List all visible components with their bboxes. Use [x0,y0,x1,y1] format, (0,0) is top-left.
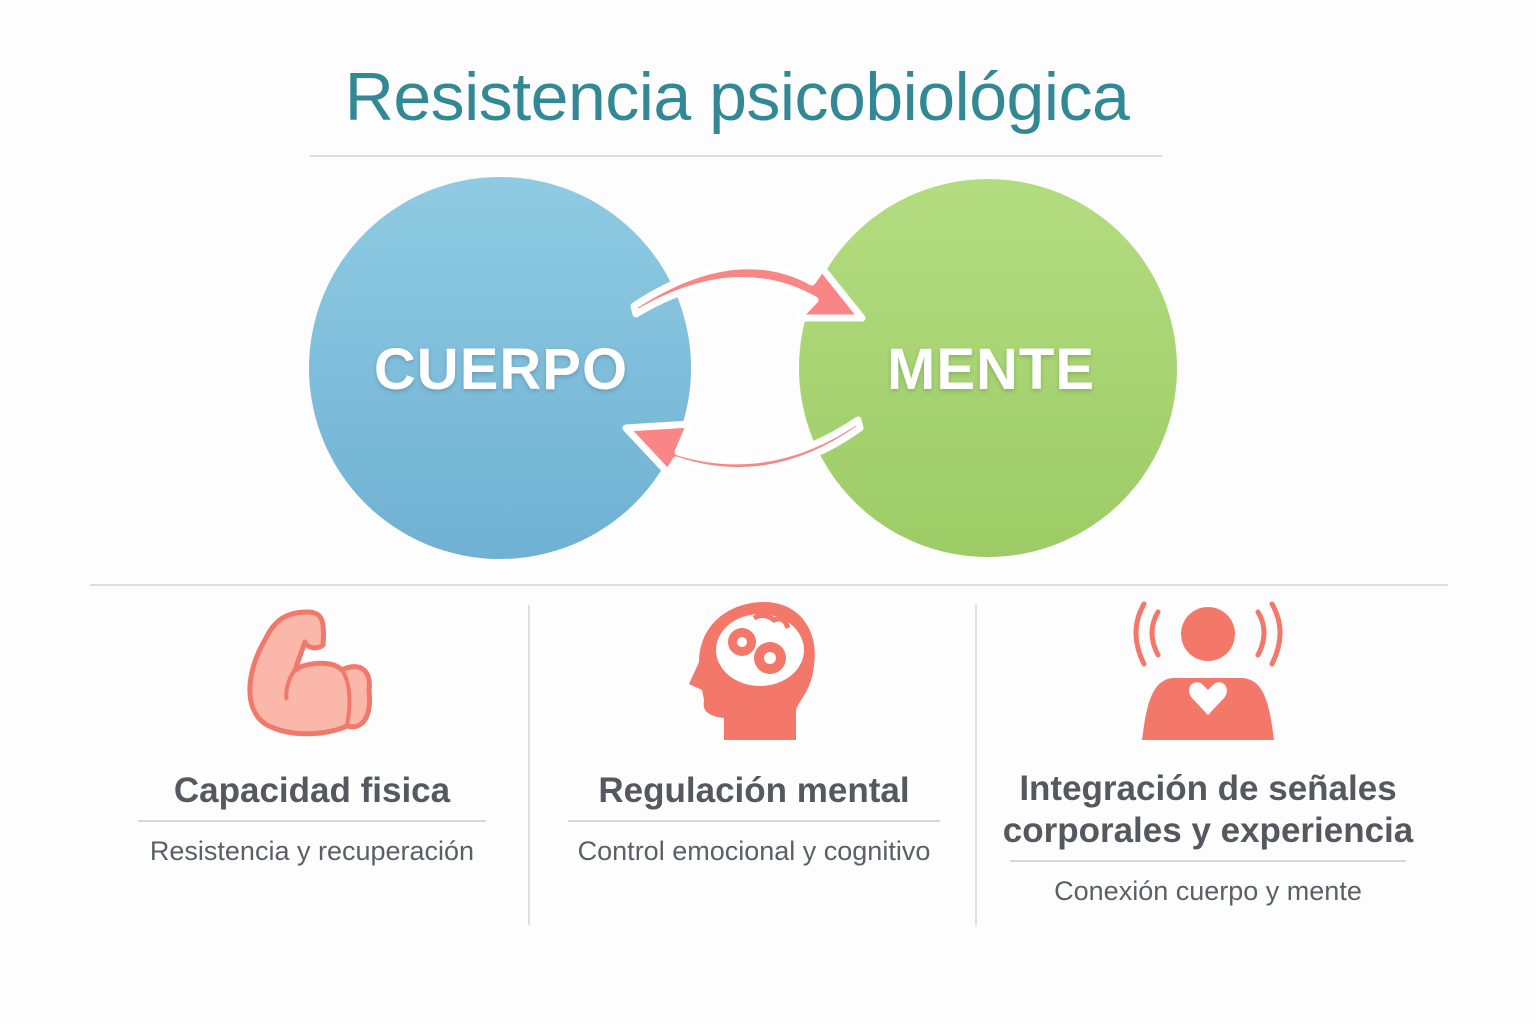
heading-underline [1010,860,1406,862]
column-heading: Capacidad fisica [173,771,451,810]
mente-label: MENTE [887,337,1095,402]
heading-underline [138,820,486,822]
heading-line: Integración de señales [1019,769,1397,808]
arrow-body-to-mind-icon [630,262,866,322]
column-physical: Capacidad fisica Resistencia y recuperac… [130,600,494,867]
section-divider [90,584,1448,586]
column-subtitle: Conexión cuerpo y mente [1054,876,1362,906]
body-mind-diagram [309,177,1177,559]
column-subtitle: Resistencia y recuperación [149,836,475,866]
heading-line: corporales y experiencia [1002,811,1414,850]
heading-underline [568,820,940,822]
cuerpo-label: CUERPO [373,337,629,402]
flexed-biceps-icon [247,609,373,737]
column-heading: Regulación mental [598,771,910,810]
page-title: Resistencia psicobiológica [344,59,1130,135]
cuerpo-circle [309,177,691,559]
column-subtitle: Control emocional y cognitivo [577,836,931,866]
column-mental: Regulación mental Control emocional y co… [560,600,948,867]
column-divider [528,605,530,925]
person-heart-signals-icon [1133,601,1283,740]
arrow-mind-to-body-icon [622,416,864,477]
mente-circle [799,179,1177,557]
column-divider [975,605,977,925]
title-divider [310,155,1162,157]
head-gears-icon [689,602,815,740]
